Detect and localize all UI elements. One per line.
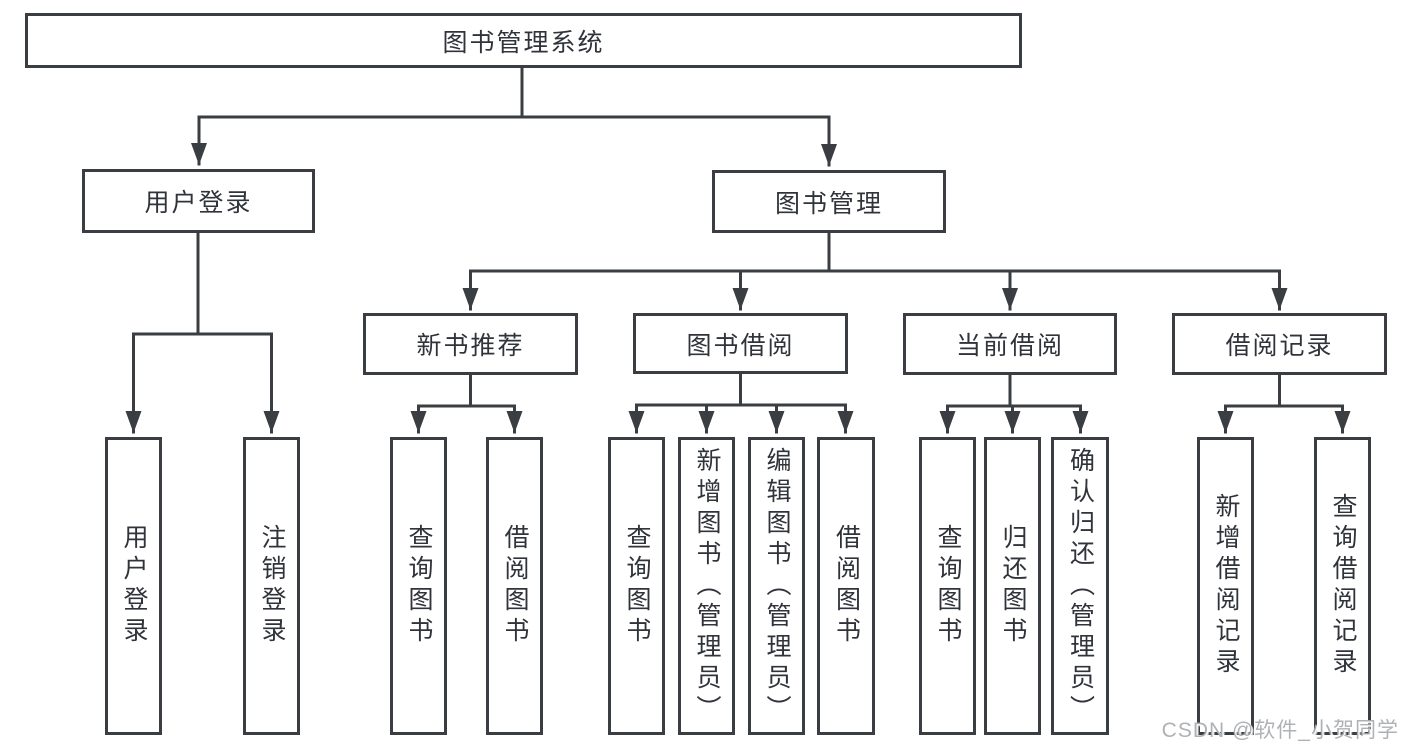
- leaf-logout: 注销登录: [243, 437, 300, 735]
- csdn-watermark: CSDN @软件_小贺同学: [1161, 719, 1399, 742]
- leaf-label: 新增借阅记录: [1212, 493, 1240, 679]
- node-label: 当前借阅: [955, 332, 1064, 360]
- leaf-label: 借阅图书: [832, 524, 861, 648]
- node-label: 用户登录: [144, 189, 253, 217]
- node-label: 图书管理: [774, 189, 883, 218]
- leaf-label: 用户登录: [120, 524, 148, 648]
- leaf-label: 新增图书（管理员）: [693, 446, 721, 726]
- leaf-label: 确认归还（管理员）: [1066, 446, 1095, 726]
- node-label: 图书借阅: [686, 331, 795, 360]
- leaf-label: 查询图书: [934, 524, 962, 648]
- node-new-book-recommendation: 新书推荐: [363, 313, 578, 375]
- node-borrowing-records: 借阅记录: [1172, 313, 1387, 375]
- node-library-management-system: 图书管理系统: [25, 13, 1022, 68]
- leaf-query-books-current: 查询图书: [919, 437, 976, 735]
- node-label: 新书推荐: [416, 332, 525, 360]
- node-label: 借阅记录: [1225, 332, 1334, 360]
- leaf-confirm-return-admin: 确认归还（管理员）: [1051, 437, 1109, 735]
- leaf-edit-books-admin: 编辑图书（管理员）: [748, 437, 805, 735]
- leaf-return-books: 归还图书: [984, 437, 1041, 735]
- leaf-borrow-books-borrowing: 借阅图书: [817, 437, 875, 735]
- leaf-user-login: 用户登录: [105, 437, 162, 735]
- leaf-query-books-borrowing: 查询图书: [608, 437, 665, 735]
- node-current-borrowing: 当前借阅: [903, 313, 1117, 375]
- leaf-query-books-recommend: 查询图书: [390, 437, 447, 735]
- leaf-add-borrow-record: 新增借阅记录: [1197, 437, 1254, 735]
- leaf-label: 查询借阅记录: [1329, 493, 1357, 679]
- node-user-login: 用户登录: [82, 169, 315, 233]
- leaf-label: 归还图书: [999, 524, 1027, 648]
- node-book-borrowing: 图书借阅: [633, 313, 848, 374]
- leaf-label: 查询图书: [405, 524, 433, 648]
- leaf-label: 编辑图书（管理员）: [763, 446, 791, 726]
- leaf-add-books-admin: 新增图书（管理员）: [678, 437, 735, 735]
- leaf-label: 查询图书: [623, 524, 651, 648]
- node-label: 图书管理系统: [442, 28, 605, 57]
- leaf-label: 借阅图书: [501, 524, 529, 648]
- leaf-label: 注销登录: [258, 524, 286, 648]
- leaf-query-borrow-record: 查询借阅记录: [1314, 437, 1371, 735]
- leaf-borrow-books-recommend: 借阅图书: [486, 437, 543, 735]
- node-book-management: 图书管理: [712, 170, 946, 233]
